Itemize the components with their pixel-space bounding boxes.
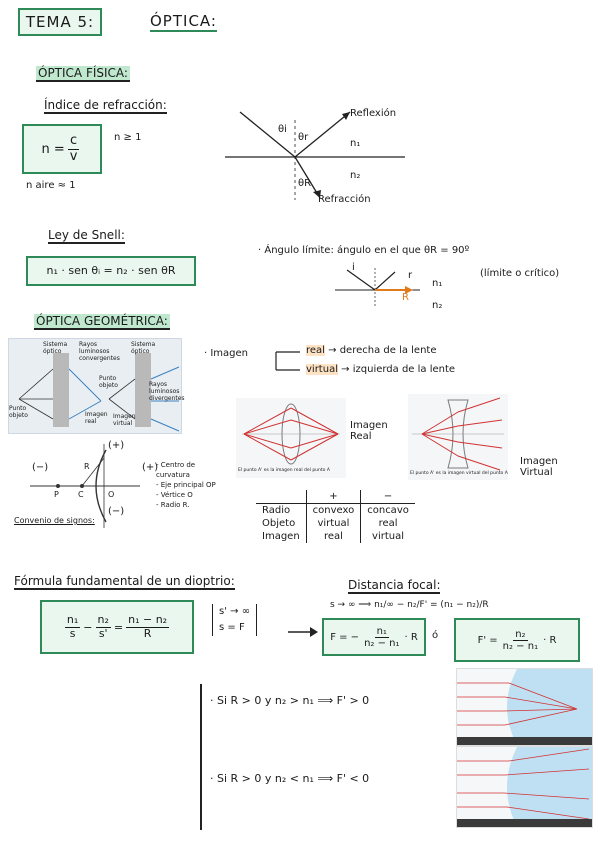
convenio-svg xyxy=(30,444,140,528)
convenio-plus: (+) xyxy=(108,440,125,451)
convenio-item: - Eje principal OP xyxy=(156,481,216,489)
imagen-virtual-line: virtual → izquierda de la lente xyxy=(306,364,455,375)
optica-geometrica-heading: ÓPTICA GEOMÉTRICA: xyxy=(34,314,170,330)
convenio-diagram: (+) (−) (−) (+) P C O R - Centro de curv… xyxy=(10,440,220,532)
convenio-item: - Vértice O xyxy=(156,491,193,499)
sign-table: + − Radio convexo concavo Objeto virtual… xyxy=(256,490,415,543)
convenio-C: C xyxy=(78,490,84,499)
lens-real-label: Imagen Real xyxy=(350,420,388,442)
focal-heading: Distancia focal: xyxy=(348,578,441,594)
label-theta-R: θR xyxy=(298,178,312,189)
critical-n1: n₁ xyxy=(432,278,443,289)
convenio-footer: Convenio de signos: xyxy=(14,516,95,525)
cases-bracket xyxy=(200,684,202,830)
photo-rayos-conv: Rayos luminosos convergentes xyxy=(79,341,120,362)
critical-label-r: r xyxy=(408,270,413,281)
convenio-minus: (−) xyxy=(108,506,125,517)
convenio-plus-axis: (+) xyxy=(142,462,159,473)
lens-virtual-label: Imagen Virtual xyxy=(520,456,558,478)
n-ge-one: n ≥ 1 xyxy=(114,132,142,143)
convenio-item: - Centro de curvatura xyxy=(156,461,196,479)
real-word: real xyxy=(306,345,325,356)
photo-imagen-virtual: Imagen virtual xyxy=(113,413,136,427)
lens-real-caption: El punto A' es la imagen real del punto … xyxy=(238,468,330,473)
cond-2: s = F xyxy=(219,622,245,633)
n-aire: n aire ≈ 1 xyxy=(26,180,76,191)
tema-box: TEMA 5: xyxy=(18,8,102,36)
cond-brace: s' → ∞ s = F xyxy=(212,604,258,636)
critical-n2: n₂ xyxy=(432,300,443,311)
indice-heading: Índice de refracción: xyxy=(44,98,167,114)
virtual-word: virtual xyxy=(306,364,338,375)
optical-rays xyxy=(18,366,180,432)
photo-punto-objeto-1: Punto objeto xyxy=(9,405,28,419)
critical-label-i: i xyxy=(352,262,355,273)
c-over-v: c v xyxy=(68,133,80,164)
convenio-minus-axis: (−) xyxy=(32,462,49,473)
table-row: Imagen real virtual xyxy=(262,530,405,543)
label-n1-top: n₁ xyxy=(350,138,361,149)
focal-line: s → ∞ ⟹ n₁/∞ − n₂/F' = (n₁ − n₂)/R xyxy=(330,600,489,610)
lens-virtual-rays xyxy=(412,397,504,471)
imagen-branch xyxy=(275,351,300,371)
photo-sistema-optico-2: Sistema óptico xyxy=(131,341,156,355)
photo-imagen-real: Imagen real xyxy=(85,411,108,425)
table-row: + − xyxy=(256,490,415,504)
case-2: · Si R > 0 y n₂ < n₁ ⟹ F' < 0 xyxy=(210,772,370,785)
cond-1: s' → ∞ xyxy=(219,606,251,617)
angulo-limite-text: · Ángulo límite: ángulo en el que θR = 9… xyxy=(258,245,470,256)
lens-virtual-image: El punto A' es la imagen virtual del pun… xyxy=(408,394,508,480)
critical-label-R: R xyxy=(402,292,409,303)
optical-system-photo: Sistema óptico Rayos luminosos convergen… xyxy=(8,338,185,434)
label-reflexion: Reflexión xyxy=(350,108,397,119)
limite-critico: (límite o crítico) xyxy=(480,268,560,279)
o-word: ó xyxy=(432,630,439,641)
photo-punto-objeto-2: Punto objeto xyxy=(99,375,118,389)
page-title: ÓPTICA: xyxy=(150,12,217,32)
convenio-R: R xyxy=(84,462,90,471)
case2-photo xyxy=(456,746,593,828)
snell-heading: Ley de Snell: xyxy=(48,228,125,244)
case1-photo xyxy=(456,668,593,746)
lens-virtual-caption: El punto A' es la imagen virtual del pun… xyxy=(410,471,508,476)
convenio-O: O xyxy=(108,490,115,499)
photo-rayos-div: Rayos luminosos divergentes xyxy=(149,381,185,402)
lens-real-rays xyxy=(242,403,340,465)
table-row: Radio convexo concavo xyxy=(262,503,409,517)
convenio-item: - Radio R. xyxy=(156,501,190,509)
optical-block-left xyxy=(53,353,69,427)
convenio-P: P xyxy=(54,490,59,499)
real-desc: → derecha de la lente xyxy=(328,345,437,356)
case2-rays xyxy=(457,747,592,827)
lens-real-image: El punto A' es la imagen real del punto … xyxy=(236,398,346,478)
photo-sistema-optico-1: Sistema óptico xyxy=(43,341,68,355)
case1-rays xyxy=(457,669,592,745)
critical-angle-diagram xyxy=(335,268,420,308)
imagen-label: · Imagen xyxy=(204,348,249,359)
table-row: Objeto virtual real xyxy=(262,517,398,530)
convenio-list: - Centro de curvatura - Eje principal OP… xyxy=(156,460,220,510)
arrow-to-F xyxy=(288,627,318,637)
case-1: · Si R > 0 y n₂ > n₁ ⟹ F' > 0 xyxy=(210,694,370,707)
tema-label: TEMA 5: xyxy=(25,13,95,31)
optical-block-right xyxy=(135,353,151,427)
reflection-refraction-diagram xyxy=(225,111,405,200)
label-refraccion: Refracción xyxy=(318,194,371,205)
indice-formula-box: n = c v xyxy=(22,124,102,174)
snell-formula-box: n₁ · sen θᵢ = n₂ · sen θR xyxy=(26,256,196,286)
imagen-real-line: real → derecha de la lente xyxy=(306,345,437,356)
optica-fisica-heading: ÓPTICA FÍSICA: xyxy=(36,66,130,82)
label-n2-top: n₂ xyxy=(350,170,361,181)
label-theta-i: θi xyxy=(278,124,287,135)
dioptrio-heading: Fórmula fundamental de un dioptrio: xyxy=(14,574,235,590)
label-theta-r: θr xyxy=(298,132,309,143)
virtual-desc: → izquierda de la lente xyxy=(341,364,456,375)
